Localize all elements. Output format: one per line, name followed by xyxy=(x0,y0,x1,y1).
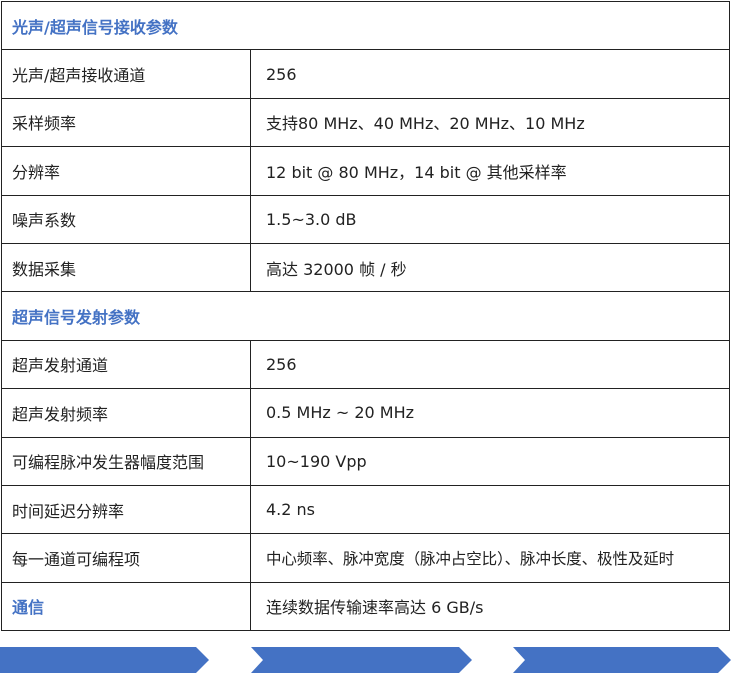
spec-table: 光声/超声信号接收参数 光声/超声接收通道 256 采样频率 支持80 MHz、… xyxy=(1,1,730,632)
row-label: 数据采集 xyxy=(2,243,251,292)
section-title: 光声/超声信号接收参数 xyxy=(2,2,730,50)
table-row: 超声发射频率 0.5 MHz ~ 20 MHz xyxy=(2,389,730,438)
row-label: 分辨率 xyxy=(2,147,251,195)
table-row: 数据采集 高达 32000 帧 / 秒 xyxy=(2,243,730,293)
row-value: 1.5~3.0 dB xyxy=(251,195,730,243)
arrow-right-icon xyxy=(0,647,209,673)
row-value: 10~190 Vpp xyxy=(251,437,730,485)
row-value: 高达 32000 帧 / 秒 xyxy=(251,243,730,292)
section-header-receive: 光声/超声信号接收参数 xyxy=(2,2,730,51)
row-label: 超声发射频率 xyxy=(2,389,251,437)
row-value: 中心频率、脉冲宽度（脉冲占空比）、脉冲长度、极性及延时 xyxy=(251,534,730,582)
section-title: 超声信号发射参数 xyxy=(2,292,730,340)
row-value: 256 xyxy=(251,50,730,98)
table-row: 每一通道可编程项 中心频率、脉冲宽度（脉冲占空比）、脉冲长度、极性及延时 xyxy=(2,534,730,583)
table-row: 可编程脉冲发生器幅度范围 10~190 Vpp xyxy=(2,437,730,486)
row-label: 超声发射通道 xyxy=(2,340,251,389)
table-row: 时间延迟分辨率 4.2 ns xyxy=(2,485,730,535)
table-row: 分辨率 12 bit @ 80 MHz，14 bit @ 其他采样率 xyxy=(2,147,730,196)
table-row: 超声发射通道 256 xyxy=(2,340,730,390)
footer-arrows xyxy=(0,647,732,673)
row-label: 可编程脉冲发生器幅度范围 xyxy=(2,437,251,485)
row-value: 0.5 MHz ~ 20 MHz xyxy=(251,389,730,437)
row-label: 光声/超声接收通道 xyxy=(2,50,251,98)
table-row: 噪声系数 1.5~3.0 dB xyxy=(2,195,730,244)
table-row: 采样频率 支持80 MHz、40 MHz、20 MHz、10 MHz xyxy=(2,98,730,148)
table-row-communication: 通信 连续数据传输速率高达 6 GB/s xyxy=(2,582,730,632)
row-label: 每一通道可编程项 xyxy=(2,534,251,582)
row-value: 4.2 ns xyxy=(251,485,730,534)
row-value: 12 bit @ 80 MHz，14 bit @ 其他采样率 xyxy=(251,147,730,195)
communication-label: 通信 xyxy=(2,582,251,631)
row-value: 256 xyxy=(251,340,730,389)
row-label: 噪声系数 xyxy=(2,195,251,243)
row-label: 时间延迟分辨率 xyxy=(2,485,251,534)
table-row: 光声/超声接收通道 256 xyxy=(2,50,730,99)
arrow-right-icon xyxy=(251,647,472,673)
section-header-transmit: 超声信号发射参数 xyxy=(2,292,730,341)
communication-value: 连续数据传输速率高达 6 GB/s xyxy=(251,582,730,631)
arrow-right-icon xyxy=(513,647,731,673)
row-value: 支持80 MHz、40 MHz、20 MHz、10 MHz xyxy=(251,98,730,147)
row-label: 采样频率 xyxy=(2,98,251,147)
